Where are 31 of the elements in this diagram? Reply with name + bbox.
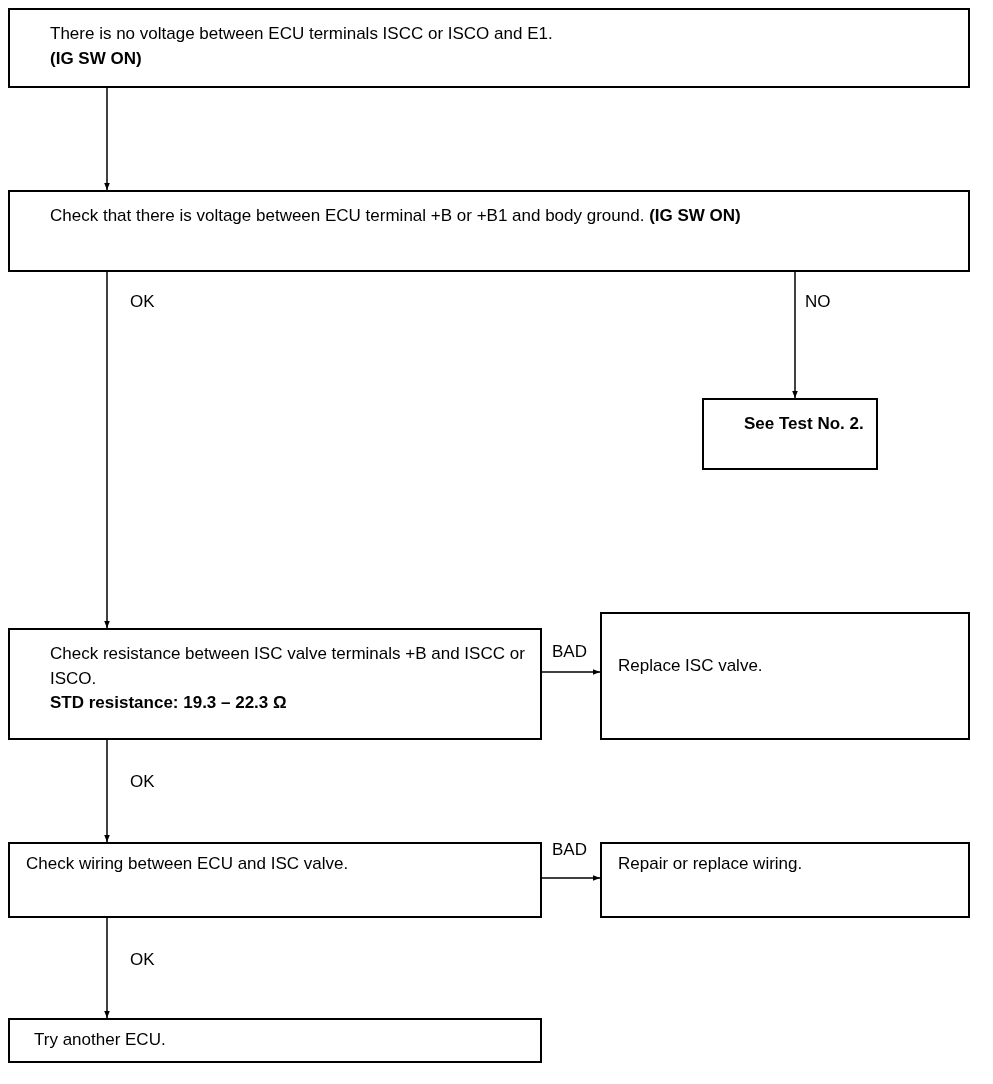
edge-label: BAD xyxy=(552,839,587,861)
arrow xyxy=(541,669,601,675)
box-text: There is no voltage between ECU terminals ISCC or ISCO and E1. xyxy=(50,23,554,45)
arrow xyxy=(541,875,601,881)
box-text: Check that there is voltage between ECU terminal +B or +B1 and body ground. (IG SW ON) xyxy=(50,205,742,227)
box-text: Repair or replace wiring. xyxy=(618,853,804,875)
edge-label: OK xyxy=(130,949,155,971)
box-text: Replace ISC valve. xyxy=(618,655,764,677)
process-box xyxy=(8,1018,542,1063)
edge-label: NO xyxy=(805,291,831,313)
box-text: STD resistance: 19.3 – 22.3 Ω xyxy=(50,692,288,715)
process-box xyxy=(702,398,878,470)
process-box xyxy=(8,190,970,272)
box-text: (IG SW ON) xyxy=(50,47,143,70)
process-box xyxy=(8,8,970,88)
edge-label: OK xyxy=(130,771,155,793)
process-box xyxy=(600,612,970,740)
process-box xyxy=(8,842,542,918)
process-box xyxy=(8,628,542,740)
box-text: Try another ECU. xyxy=(34,1029,167,1051)
arrow xyxy=(104,739,110,843)
arrow xyxy=(104,271,110,629)
edge-label: BAD xyxy=(552,641,587,663)
box-text: Check resistance between ISC valve terminals +B and ISCC or ISCO. xyxy=(50,643,526,690)
arrow xyxy=(104,917,110,1019)
arrow xyxy=(104,87,110,191)
arrow xyxy=(792,271,798,399)
box-text: See Test No. 2. xyxy=(744,413,865,435)
process-box xyxy=(600,842,970,918)
box-text: Check wiring between ECU and ISC valve. xyxy=(26,853,350,875)
edge-label: OK xyxy=(130,291,155,313)
